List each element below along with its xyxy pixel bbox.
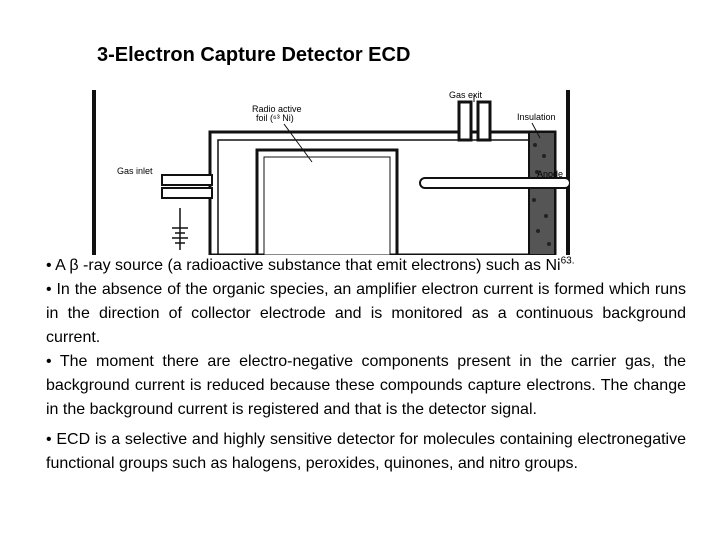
label-gas-inlet: Gas inlet (117, 166, 153, 176)
label-insulation: Insulation (517, 112, 556, 122)
anode-rod (419, 177, 570, 189)
page-title: 3-Electron Capture Detector ECD (97, 44, 411, 66)
bullet-list: • A β -ray source (a radioactive substan… (46, 254, 686, 476)
insulation-block (528, 131, 556, 255)
gas-inlet-tube (161, 174, 213, 186)
label-foil-1: Radio active (252, 104, 302, 114)
bullet-beta-source: • A β -ray source (a radioactive substan… (46, 255, 575, 274)
label-foil-2: foil (⁶³ Ni) (256, 113, 294, 123)
label-anode: Anode (537, 169, 563, 179)
beta-symbol: β (69, 257, 79, 274)
gas-exit-tube (457, 100, 473, 142)
label-gas-exit: Gas exit (449, 90, 483, 100)
bullet-background-current: • In the absence of the organic species,… (46, 281, 686, 346)
ecd-diagram: Radio active foil (⁶³ Ni) Gas exit Insul… (92, 90, 570, 255)
bullet-electronegative: • The moment there are electro-negative … (46, 353, 686, 418)
bullet-selective: • ECD is a selective and highly sensitiv… (46, 431, 686, 472)
